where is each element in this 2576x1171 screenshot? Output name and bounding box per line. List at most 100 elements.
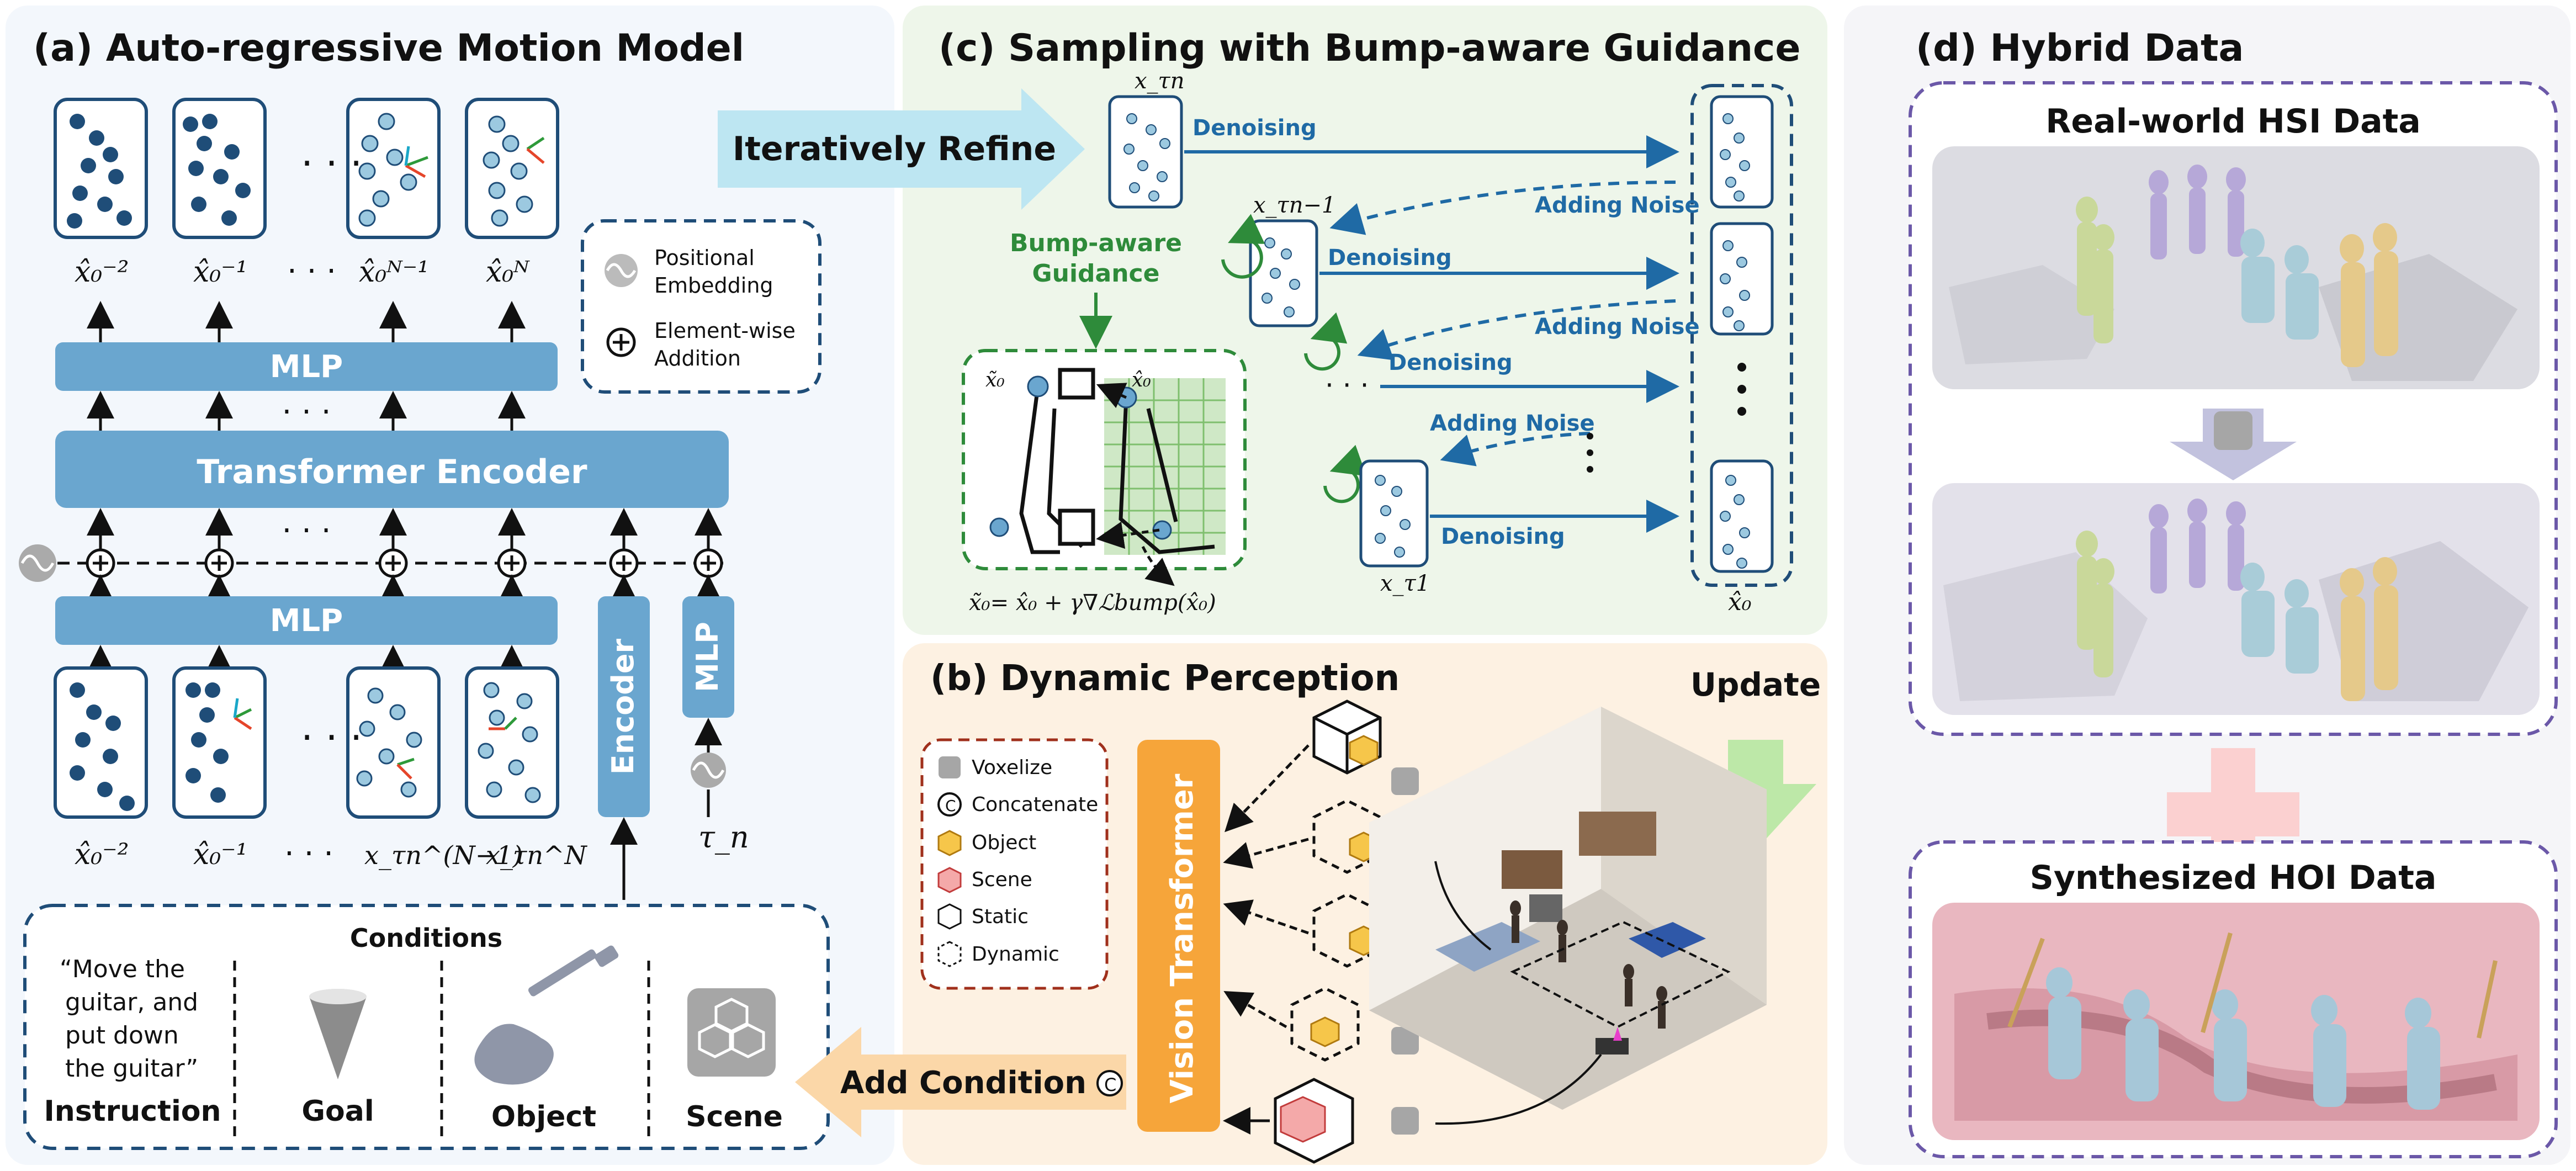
guidance-cycle-icon — [1323, 444, 1367, 504]
mlp-tau-block — [682, 596, 734, 718]
motion-card — [54, 666, 148, 819]
guidance-label-1: Bump-aware — [1010, 229, 1182, 257]
mlp-top-block — [55, 342, 558, 391]
synthesized-label: Synthesized HOI Data — [2030, 859, 2437, 897]
noisy-motion-card — [1359, 459, 1429, 568]
condition-label-instruction: Instruction — [44, 1095, 221, 1128]
perception-legend: Voxelize C Concatenate Object Scene Stat… — [920, 738, 1109, 990]
voxelize-icon — [1391, 1027, 1419, 1055]
real-world-label: Real-world HSI Data — [2045, 102, 2421, 141]
mlp-transformer-ellipsis: · · · — [282, 394, 331, 430]
guidance-formula: x̃₀= x̂₀ + γ∇ℒbump(x̂₀) — [969, 590, 1216, 616]
legend-dynamic: Dynamic — [972, 943, 1059, 966]
x-tau-1-label: x_τ1 — [1380, 571, 1430, 596]
addition-icon — [606, 327, 636, 357]
object-icon — [937, 830, 962, 856]
concatenate-icon — [937, 792, 962, 817]
voxelize-arrow — [2170, 409, 2297, 480]
adding-noise-label-2: Adding Noise — [1535, 314, 1700, 340]
noisy-motion-card — [1108, 95, 1183, 209]
goal-cone-icon — [309, 989, 367, 1079]
bottom-label-2: x̂₀⁻¹ — [193, 838, 247, 871]
top-labels-ellipsis: · · · — [287, 253, 336, 289]
motion-card — [54, 98, 148, 239]
adding-noise-label-3: Adding Noise — [1430, 411, 1595, 436]
add-condition-arrow — [795, 1027, 1126, 1137]
add-row-ellipsis: · · · — [282, 513, 331, 549]
bottom-labels-ellipsis: · · · — [284, 836, 333, 872]
iteratively-refine-label: Iteratively Refine — [733, 130, 1056, 168]
static-icon — [937, 903, 962, 930]
voxelize-icon — [1391, 767, 1419, 795]
x-tau-n1-label: x_τn−1 — [1253, 193, 1335, 218]
x0-tilde-label: x̃₀ — [985, 369, 1005, 391]
adding-noise-label-1: Adding Noise — [1535, 193, 1700, 218]
conditions-title: Conditions — [350, 923, 502, 953]
pos-emb-row: · · · — [19, 508, 723, 602]
vision-transformer-label: Vision Transformer — [1164, 773, 1200, 1103]
bottom-label-1: x̂₀⁻² — [75, 838, 129, 871]
iteratively-refine-arrow — [718, 88, 1085, 210]
voxelize-icon — [939, 756, 961, 778]
legend-scene: Scene — [972, 868, 1032, 891]
encoder-block — [598, 596, 650, 817]
instruction-text-2: guitar, and — [65, 988, 198, 1016]
positional-embedding-icon — [691, 753, 726, 788]
mlp-bottom-label: MLP — [270, 603, 343, 639]
legend-voxelize: Voxelize — [972, 756, 1052, 779]
top-label-2: x̂₀⁻¹ — [193, 256, 247, 289]
mlp-top-label: MLP — [270, 349, 343, 385]
denoising-label-3: Denoising — [1388, 350, 1513, 375]
scene-cube — [1274, 1078, 1354, 1164]
motion-card — [172, 666, 267, 819]
top-label-3: x̂₀ᴺ⁻¹ — [359, 256, 429, 289]
noisy-motion-card — [1249, 219, 1318, 327]
legend-pos-emb: Positional — [654, 246, 755, 270]
vision-transformer-block — [1137, 740, 1220, 1132]
x0-hat-label: x̂₀ — [1728, 588, 1752, 616]
panel-a: (a) Auto-regressive Motion Model — [6, 6, 894, 1165]
top-motion-cards: · · · — [54, 98, 559, 239]
mlp-tau-label: MLP — [690, 622, 725, 692]
panel-d: (d) Hybrid Data Real-world HSI Data — [1844, 6, 2570, 1165]
dynamic-icon — [937, 941, 962, 967]
legend-concatenate: Concatenate — [972, 793, 1098, 816]
guidance-cycle-icon — [1221, 214, 1265, 279]
add-condition-label: Add Condition — [840, 1065, 1086, 1101]
condition-label-scene: Scene — [686, 1100, 783, 1133]
concatenate-glyph-2: C — [1104, 1074, 1116, 1095]
bottom-label-4: x_τn^N — [486, 840, 588, 870]
x0-hat-inner-label: x̂₀ — [1132, 369, 1151, 391]
voxelize-icon — [1391, 1107, 1419, 1135]
synthesized-scene-image — [1932, 903, 2540, 1140]
guitar-icon — [474, 945, 619, 1085]
real-world-scene-image — [1932, 146, 2540, 389]
bump-guidance-box: x̃₀ x̂₀ — [962, 349, 1247, 586]
top-label-1: x̂₀⁻² — [75, 256, 129, 289]
mlp-bottom-block — [55, 596, 558, 645]
voxelize-icon — [2214, 411, 2252, 450]
denoising-label-2: Denoising — [1328, 245, 1452, 271]
denoising-label-4: Denoising — [1441, 524, 1565, 549]
instruction-text-4: the guitar” — [65, 1055, 198, 1083]
conditions-box: Conditions “Move the guitar, and put dow… — [23, 904, 830, 1150]
transformer-encoder-label: Transformer Encoder — [197, 453, 587, 491]
legend-add-2: Addition — [654, 346, 741, 370]
motion-card — [172, 98, 267, 239]
panel-a-title: (a) Auto-regressive Motion Model — [33, 27, 744, 70]
panel-b: (b) Dynamic Perception Update Voxelize C… — [795, 643, 1827, 1165]
top-label-4: x̂₀ᴺ — [486, 256, 530, 289]
concatenate-glyph: C — [945, 797, 956, 815]
panel-c: (c) Sampling with Bump-aware Guidance It… — [718, 6, 1827, 635]
motion-card — [465, 98, 559, 239]
legend-static: Static — [972, 905, 1029, 928]
dynamic-cube — [1290, 987, 1360, 1062]
bottom-motion-cards: · · · — [54, 645, 559, 819]
bottom-cards-ellipsis: · · · — [301, 715, 362, 760]
instruction-text-3: put down — [65, 1021, 179, 1050]
real-world-voxel-image — [1932, 483, 2540, 715]
x0-hat-column — [1690, 84, 1793, 587]
denoising-step-ellipsis: · · · — [1325, 369, 1369, 401]
condition-label-object: Object — [491, 1100, 596, 1133]
scene-icon — [937, 867, 962, 893]
